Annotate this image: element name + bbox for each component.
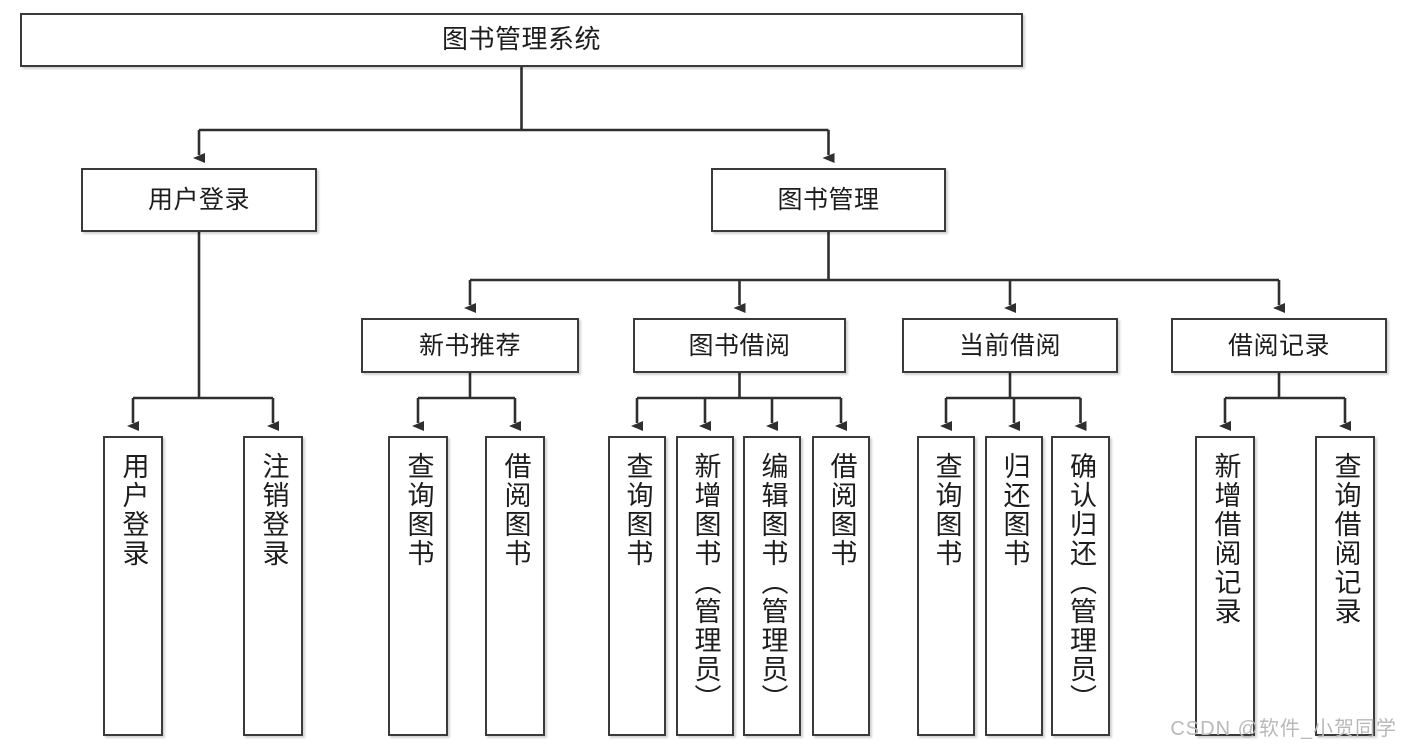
node-label: 图书借阅 (688, 331, 791, 360)
node-label: 查询借阅记录 (1330, 452, 1361, 626)
node-label: 归还图书 (999, 452, 1030, 568)
node-label: 用户登录 (147, 186, 250, 214)
node-label: 查询图书 (931, 452, 962, 568)
node-leaf-query-book-a[interactable]: 查询图书 (388, 436, 448, 736)
node-label: 借阅图书 (500, 452, 531, 568)
node-label: 新书推荐 (418, 331, 521, 360)
node-leaf-query-book-b[interactable]: 查询图书 (608, 436, 666, 736)
node-label: 确认归还（管理员） (1066, 452, 1096, 713)
node-leaf-confirm-return[interactable]: 确认归还（管理员） (1051, 436, 1110, 736)
node-leaf-add-book[interactable]: 新增图书（管理员） (676, 436, 734, 736)
node-label: 注销登录 (258, 452, 289, 568)
node-leaf-borrow-book-a[interactable]: 借阅图书 (485, 436, 545, 736)
node-leaf-logout[interactable]: 注销登录 (243, 436, 303, 736)
node-book-borrow[interactable]: 图书借阅 (633, 318, 846, 373)
node-leaf-return-book[interactable]: 归还图书 (985, 436, 1043, 736)
node-label: 图书管理 (777, 186, 880, 214)
node-leaf-borrow-book-b[interactable]: 借阅图书 (812, 436, 870, 736)
node-new-book-recommend[interactable]: 新书推荐 (361, 318, 579, 373)
node-book-manage[interactable]: 图书管理 (711, 168, 946, 232)
node-label: 图书管理系统 (441, 24, 601, 55)
node-label: 用户登录 (118, 452, 149, 568)
node-leaf-add-record[interactable]: 新增借阅记录 (1195, 436, 1255, 736)
node-root[interactable]: 图书管理系统 (20, 13, 1023, 67)
node-label: 当前借阅 (958, 331, 1061, 360)
node-leaf-edit-book[interactable]: 编辑图书（管理员） (743, 436, 801, 736)
node-label: 借阅图书 (826, 452, 857, 568)
node-current-borrow[interactable]: 当前借阅 (902, 318, 1118, 373)
node-label: 借阅记录 (1227, 331, 1330, 360)
node-label: 查询图书 (622, 452, 653, 568)
watermark: CSDN @软件_小贺同学 (1170, 718, 1397, 740)
node-label: 查询图书 (403, 452, 434, 568)
node-label: 新增图书（管理员） (690, 452, 721, 713)
node-leaf-user-login[interactable]: 用户登录 (103, 436, 163, 736)
node-borrow-record[interactable]: 借阅记录 (1171, 318, 1387, 373)
node-leaf-query-record[interactable]: 查询借阅记录 (1315, 436, 1375, 736)
node-user-login[interactable]: 用户登录 (81, 168, 317, 232)
node-label: 编辑图书（管理员） (757, 452, 788, 713)
node-leaf-query-book-c[interactable]: 查询图书 (917, 436, 975, 736)
node-label: 新增借阅记录 (1210, 452, 1241, 626)
